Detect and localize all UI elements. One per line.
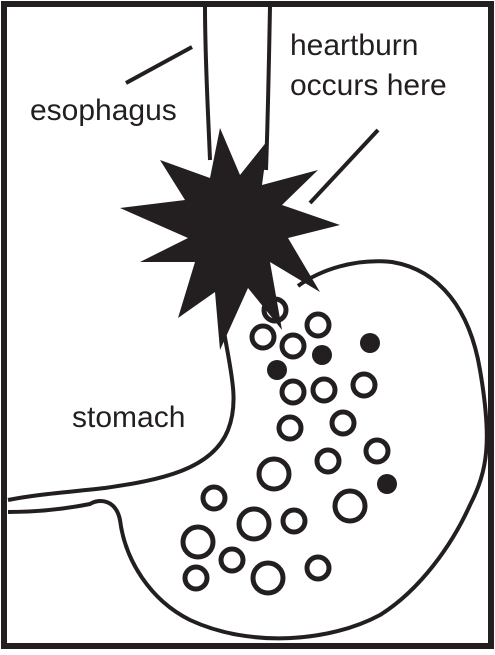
heartburn-leader-line — [310, 130, 378, 203]
acid-bubbles — [183, 299, 388, 593]
heartburn-label-line1: heartburn — [290, 29, 418, 62]
acid-bubble-icon — [366, 440, 388, 462]
acid-bubble-icon — [317, 450, 339, 472]
acid-bubble-icon — [283, 510, 305, 532]
acid-bubble-icon — [185, 567, 207, 589]
starburst-icon — [120, 128, 340, 350]
acid-bubble-icon — [253, 563, 283, 593]
esophagus-left-wall — [205, 6, 210, 160]
acid-drop-icon — [360, 333, 380, 353]
heartburn-label-line2: occurs here — [290, 69, 447, 102]
esophagus-label: esophagus — [30, 94, 177, 127]
acid-bubble-icon — [259, 459, 289, 489]
acid-bubble-icon — [203, 487, 225, 509]
acid-drop-icon — [377, 474, 397, 494]
acid-bubble-icon — [335, 491, 365, 521]
acid-bubble-icon — [252, 326, 274, 348]
acid-drop-icon — [267, 360, 287, 380]
acid-bubble-icon — [332, 412, 354, 434]
acid-bubble-icon — [307, 314, 329, 336]
acid-bubble-icon — [282, 335, 304, 357]
stomach-outer-curve — [8, 261, 487, 638]
acid-bubble-icon — [279, 417, 301, 439]
stomach-label: stomach — [72, 401, 185, 434]
acid-drop-icon — [312, 345, 332, 365]
acid-bubble-icon — [353, 374, 375, 396]
acid-bubble-icon — [282, 381, 304, 403]
acid-bubble-icon — [239, 509, 269, 539]
acid-bubble-icon — [313, 379, 335, 401]
acid-bubble-icon — [183, 527, 213, 557]
acid-bubble-icon — [221, 549, 243, 571]
acid-bubble-icon — [307, 557, 329, 579]
esophagus-leader-line — [126, 47, 192, 83]
